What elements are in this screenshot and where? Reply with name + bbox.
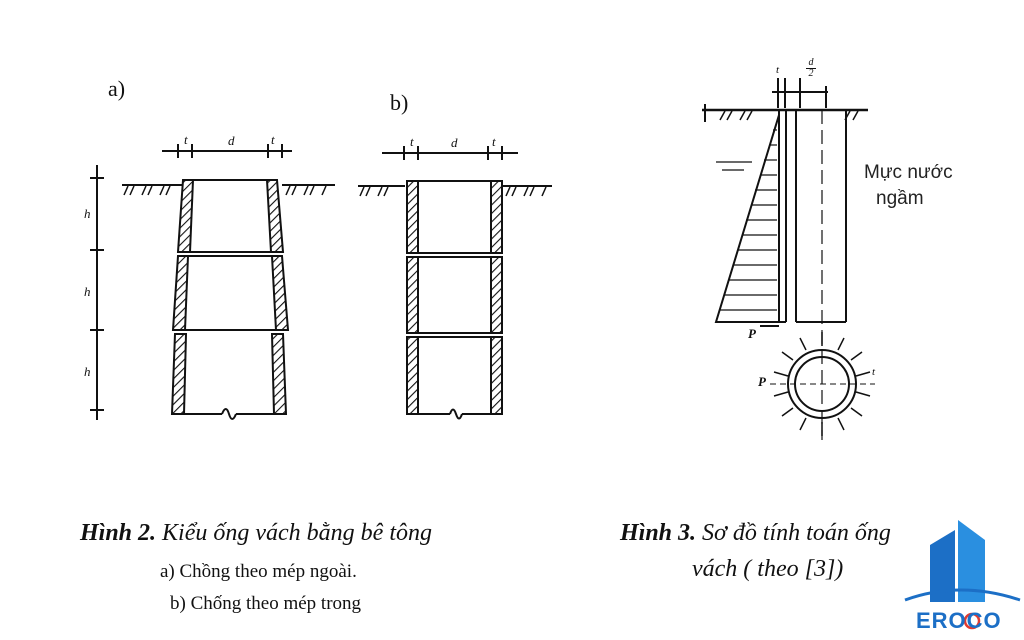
figure-3 bbox=[702, 78, 875, 440]
figure-2a bbox=[90, 144, 335, 420]
dim-d-2a: d bbox=[228, 133, 235, 148]
water-table-label-line1: Mực nước bbox=[864, 162, 953, 183]
dim-h-2: h bbox=[84, 284, 91, 299]
dim-d-numerator: d bbox=[806, 58, 816, 69]
figure-2-caption-text: Kiểu ống vách bằng bê tông bbox=[162, 520, 432, 546]
ring-thickness-label: t bbox=[872, 366, 876, 378]
dim-t-right-2a: t bbox=[271, 132, 275, 147]
pressure-label: P bbox=[748, 326, 756, 341]
water-table-label: Mực nước ngầm bbox=[864, 160, 953, 212]
figure-2-caption-line-a: a) Chồng theo mép ngoài. bbox=[160, 561, 357, 582]
figure-2-caption-line-b: b) Chống theo mép trong bbox=[170, 593, 362, 614]
dim-t-fig3: t bbox=[776, 64, 780, 76]
figure-2b-label: b) bbox=[390, 90, 409, 115]
dim-d-denominator: 2 bbox=[808, 68, 814, 79]
dim-t-left-2a: t bbox=[184, 132, 188, 147]
figure-2-caption-title: Hình 2. Kiểu ống vách bằng bê tông bbox=[80, 520, 432, 547]
dim-h-3: h bbox=[84, 364, 91, 379]
ring-pressure-label: P bbox=[758, 374, 766, 389]
dim-d-half-fig3: d 2 bbox=[806, 58, 816, 79]
dim-d-2b: d bbox=[451, 135, 458, 150]
dim-h-1: h bbox=[84, 206, 91, 221]
figure-3-caption-line-2: vách ( theo [3]) bbox=[692, 556, 844, 582]
figure-2-caption-number: Hình 2. bbox=[80, 520, 157, 546]
figure-3-caption-text: Sơ đồ tính toán ống bbox=[702, 520, 891, 546]
figure-3-caption-number: Hình 3. bbox=[620, 520, 697, 546]
figure-2b bbox=[358, 146, 552, 420]
eroco-logo-text: EROCO bbox=[916, 608, 1002, 633]
dim-t-left-2b: t bbox=[410, 134, 414, 149]
dim-t-right-2b: t bbox=[492, 134, 496, 149]
water-table-label-line2: ngầm bbox=[876, 188, 924, 209]
figure-3-caption-title: Hình 3. Sơ đồ tính toán ống bbox=[620, 520, 891, 547]
figure-2a-label: a) bbox=[108, 76, 126, 101]
eroco-logo-graphic bbox=[904, 520, 1021, 630]
